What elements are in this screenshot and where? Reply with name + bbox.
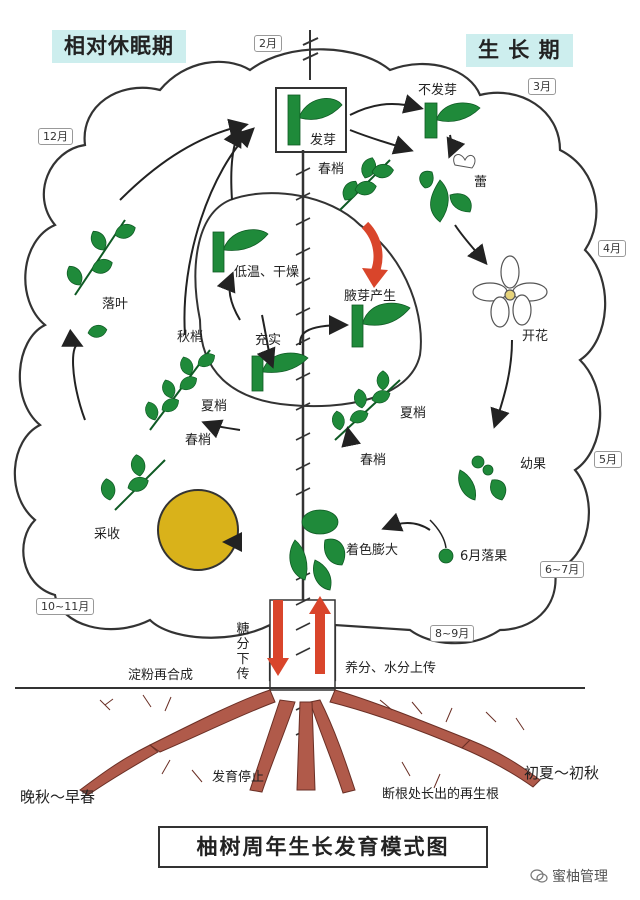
season-left: 晚秋～早春 xyxy=(20,788,96,806)
season-right: 初夏～初秋 xyxy=(524,764,600,782)
label-flowering: 开花 xyxy=(522,329,549,344)
roots xyxy=(79,689,541,796)
sugar-down-arrow xyxy=(267,600,289,676)
flower-icon xyxy=(472,255,548,328)
watermark: 蜜柚管理 xyxy=(530,866,608,886)
label-bud: 蕾 xyxy=(474,175,488,190)
label-young-fruit: 幼果 xyxy=(520,457,547,472)
inner-cycle-outline xyxy=(194,192,422,408)
label-fullness: 充实 xyxy=(255,333,282,348)
axillary-red-arrow xyxy=(361,221,383,274)
watermark-text: 蜜柚管理 xyxy=(552,869,608,885)
month-feb: 2月 xyxy=(254,35,282,52)
sprout-box xyxy=(275,87,347,153)
wechat-icon xyxy=(530,869,548,883)
month-apr: 4月 xyxy=(598,240,626,257)
label-summer-shoot-right: 夏梢 xyxy=(400,406,427,421)
label-summer-shoot-left: 夏梢 xyxy=(201,399,228,414)
month-jun-jul: 6~7月 xyxy=(540,561,585,578)
label-no-sprout: 不发芽 xyxy=(418,83,458,98)
month-aug-sep: 8~9月 xyxy=(430,625,475,642)
leaf-clusters xyxy=(62,94,507,591)
label-regrowth: 断根处长出的再生根 xyxy=(382,787,500,802)
label-leaf-fall: 落叶 xyxy=(102,297,129,312)
month-oct-nov: 10~11月 xyxy=(36,598,95,615)
label-spring-shoot-left: 春梢 xyxy=(185,433,212,448)
june-drop-curve xyxy=(429,519,447,549)
stem-ticks xyxy=(295,167,311,496)
figure-caption: 柚树周年生长发育模式图 xyxy=(158,826,488,868)
label-autumn-shoot: 秋梢 xyxy=(177,330,204,345)
bud-flower-icon xyxy=(453,154,476,169)
label-dev-stop: 发育停止 xyxy=(212,770,265,785)
label-nutrients-up: 养分、水分上传 xyxy=(345,661,437,676)
growth-title: 生 长 期 xyxy=(466,34,573,67)
cycle-arrows xyxy=(61,94,513,552)
label-sugar-down: 糖分下传 xyxy=(236,622,250,682)
dormancy-title: 相对休眠期 xyxy=(52,30,186,63)
label-coloring: 着色膨大 xyxy=(346,543,399,558)
label-june-drop: 6月落果 xyxy=(460,549,508,564)
label-harvest: 采收 xyxy=(94,527,121,542)
label-starch: 淀粉再合成 xyxy=(128,668,194,683)
fine-roots xyxy=(99,694,525,789)
month-mar: 3月 xyxy=(528,78,556,95)
month-may: 5月 xyxy=(594,451,622,468)
label-spring-shoot-top: 春梢 xyxy=(318,162,345,177)
month-dec: 12月 xyxy=(38,128,73,145)
label-axillary-bud: 腋芽产生 xyxy=(344,289,397,304)
pomelo-fruit xyxy=(157,489,239,571)
top-stem-mark xyxy=(302,30,319,80)
nutrient-up-arrow xyxy=(309,596,331,674)
label-sprout: 发芽 xyxy=(310,133,337,148)
label-spring-shoot-right: 春梢 xyxy=(360,453,387,468)
label-low-temp-dry: 低温、干燥 xyxy=(234,265,300,280)
